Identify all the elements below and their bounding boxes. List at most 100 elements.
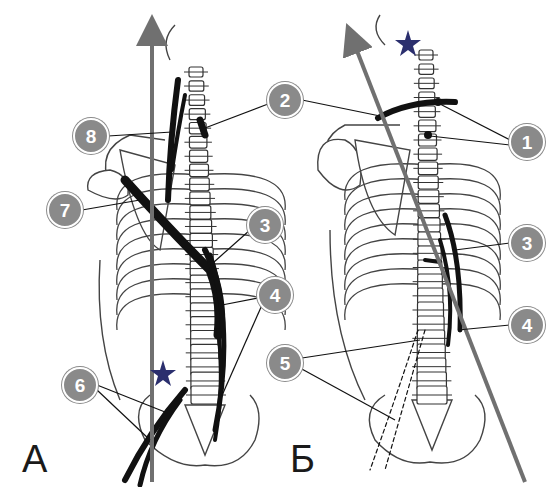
vertebra-process [185, 156, 213, 157]
muscles-a [125, 80, 224, 485]
callout-number: 1 [522, 133, 533, 152]
callout-number: 8 [86, 127, 97, 146]
humerus-head [318, 139, 361, 190]
muscle [125, 180, 219, 335]
muscle [140, 400, 180, 485]
vertebra-process [413, 182, 443, 183]
leader-line [440, 104, 510, 140]
vertebra-process [413, 253, 446, 254]
vertebra-process [414, 125, 441, 126]
leader-line [222, 298, 258, 305]
vertebra-process [414, 140, 442, 141]
vertebra-process [185, 212, 216, 213]
pelvis [369, 395, 485, 463]
muscle [215, 330, 221, 440]
callout-number: 4 [522, 316, 533, 335]
callout-circle: 1 [509, 124, 545, 160]
vertebra-process [186, 366, 225, 367]
vertebra-process [186, 352, 224, 353]
scapula [355, 140, 410, 235]
callout-circle: 8 [73, 118, 109, 154]
head-outline [376, 15, 385, 45]
vertebra-process [413, 196, 444, 197]
callout-number: 7 [60, 201, 71, 220]
callout-circle: 5 [267, 345, 303, 381]
vertebra-process [184, 72, 208, 73]
callout-circle: 4 [257, 277, 293, 313]
axis-arrow [150, 30, 154, 482]
vertebra-process [412, 380, 451, 381]
vertebra-process [414, 111, 441, 112]
callout-circle: 4 [509, 307, 545, 343]
muscle [440, 240, 450, 345]
vertebra-process [414, 69, 439, 70]
leader-line [458, 325, 510, 330]
muscle [210, 255, 224, 430]
vertebra-process [185, 184, 215, 185]
panel-letter: А [22, 440, 47, 478]
callout-circle: 6 [62, 367, 98, 403]
ribs-b [345, 164, 501, 320]
leader-line [455, 243, 510, 250]
sacrum [412, 400, 452, 450]
vertebra-process [413, 225, 445, 226]
leader-line [302, 340, 420, 358]
muscle [172, 95, 185, 170]
callout-number: 4 [270, 286, 281, 305]
head-outline [166, 25, 175, 60]
callout-circle: 2 [267, 82, 303, 118]
callout-circle: 7 [47, 192, 83, 228]
vertebra-process [414, 55, 438, 56]
callout-number: 3 [522, 234, 533, 253]
vertebra-process [413, 310, 449, 311]
callout-number: 5 [280, 354, 291, 373]
psoas-dashed [385, 330, 425, 470]
vertebra-process [413, 168, 442, 169]
callout-number: 2 [280, 91, 291, 110]
leader-line [214, 230, 250, 262]
leader-line [220, 305, 262, 400]
vertebra-process [185, 226, 217, 227]
humerus-head [88, 170, 129, 199]
rib [345, 269, 428, 305]
leader-line [430, 136, 510, 145]
muscle [378, 102, 455, 118]
vertebra-process [185, 198, 215, 199]
vertebra-process [184, 142, 211, 143]
psoas-dashed [370, 330, 418, 470]
leader-line [302, 100, 380, 116]
leader-line [82, 200, 140, 210]
callout-circle: 3 [509, 225, 545, 261]
leader-line [108, 132, 172, 136]
vertebra-process [413, 295, 448, 296]
vertebra-process [413, 281, 448, 282]
vertebra-process [184, 86, 209, 87]
callout-number: 6 [75, 376, 86, 395]
vertebra-process [185, 240, 217, 241]
vertebra-process [412, 338, 449, 339]
vertebra-process [184, 100, 209, 101]
vertebra-process [185, 170, 214, 171]
rib [345, 284, 428, 320]
axis-arrow [352, 38, 525, 482]
vertebra-process [412, 366, 451, 367]
callout-circle: 3 [247, 207, 283, 243]
vertebra-process [414, 83, 439, 84]
leader-line [300, 368, 395, 420]
star-marker [150, 360, 176, 386]
leader-line [97, 385, 165, 412]
star-marker [395, 30, 421, 56]
callout-number: 3 [260, 216, 271, 235]
vertebra-process [414, 97, 440, 98]
leader-line [97, 390, 150, 440]
vertebra-process [413, 154, 442, 155]
leader-lines [82, 100, 510, 440]
muscle [200, 120, 205, 135]
vertebra-process [412, 395, 452, 396]
vertebra-process [412, 324, 449, 325]
muscle [424, 131, 432, 139]
leader-line [205, 104, 268, 128]
